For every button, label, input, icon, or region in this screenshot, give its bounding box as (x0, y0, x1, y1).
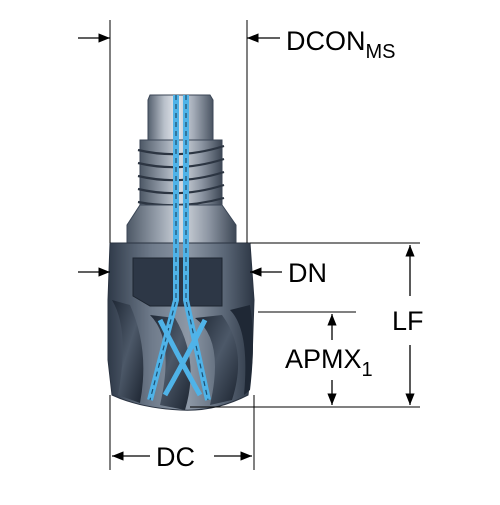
label-dn: DN (288, 258, 327, 288)
label-dc: DC (156, 442, 195, 472)
label-lf: LF (392, 306, 424, 336)
label-apmx: APMX1 (285, 344, 373, 381)
coolant-channels (147, 95, 211, 401)
thread-grooves (137, 144, 225, 207)
cutting-tool (107, 94, 255, 411)
label-dcon: DCONMS (286, 26, 396, 63)
dimension-lines (78, 20, 420, 470)
dimension-labels: DCONMS DN LF APMX1 DC (156, 26, 424, 472)
tool-taper (126, 204, 237, 244)
tool-flutes (112, 300, 253, 410)
tool-shank (147, 94, 214, 141)
